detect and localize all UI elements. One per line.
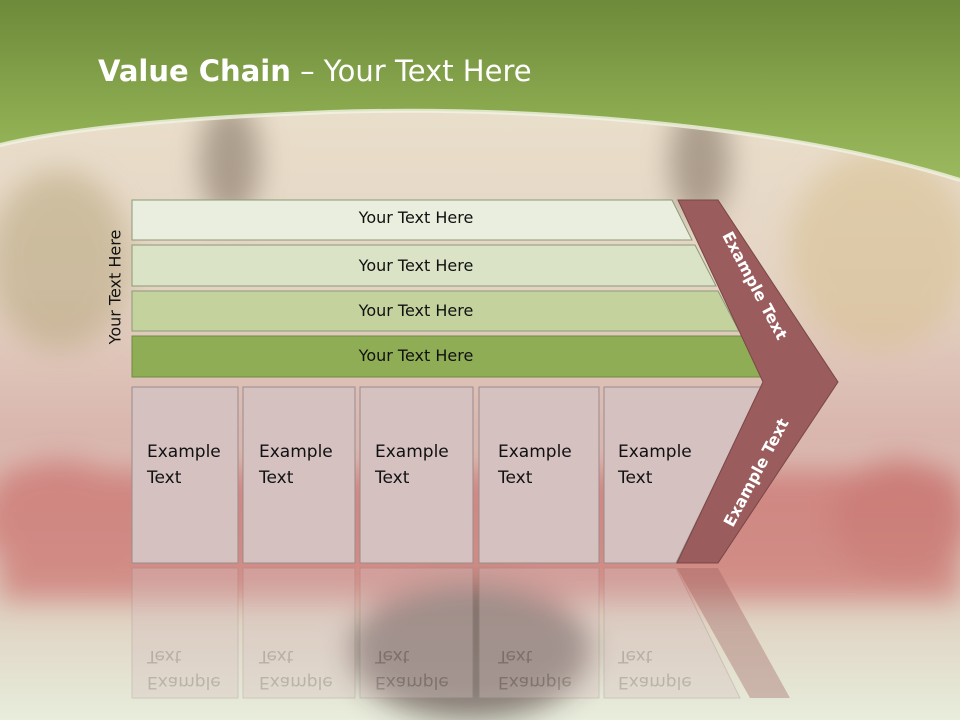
box-4-label: Example Text <box>498 439 572 491</box>
reflected-text-1: Example <box>147 672 221 692</box>
band-2 <box>131 244 717 287</box>
reflected-text-4b: Text <box>497 646 533 666</box>
reflected-text-1b: Text <box>146 646 182 666</box>
title-bold: Value Chain <box>98 54 291 88</box>
title-rest: – Your Text Here <box>290 54 532 88</box>
box-5 <box>603 386 763 564</box>
box-5-line-1: Example <box>618 442 692 462</box>
box-2-line-2: Text <box>259 468 294 488</box>
box-2-label: Example Text <box>259 439 333 491</box>
reflected-text-2: Example <box>259 672 333 692</box>
reflected-text-3: Example <box>375 672 449 692</box>
reflected-text-3b: Text <box>374 646 410 666</box>
box-5-line-2: Text <box>618 468 653 488</box>
band-4-label: Your Text Here <box>358 346 474 365</box>
header-band <box>0 0 960 182</box>
reflected-text-2b: Text <box>258 646 294 666</box>
box-1-line-2: Text <box>147 468 182 488</box>
box-1 <box>131 386 239 564</box>
box-3-line-2: Text <box>375 468 410 488</box>
band-1-label: Your Text Here <box>358 208 474 227</box>
chevron <box>676 199 839 564</box>
band-3-label: Your Text Here <box>358 301 474 320</box>
reflected-text-4: Example <box>498 672 572 692</box>
box-5-label: Example Text <box>618 439 692 491</box>
band-2-label: Your Text Here <box>358 256 474 275</box>
band-1 <box>131 199 693 241</box>
box-3 <box>359 386 474 564</box>
reflected-text-5: Example <box>618 672 692 692</box>
box-4 <box>478 386 600 564</box>
reflection: Example Text Example Text Example Text E… <box>131 567 790 699</box>
box-3-line-1: Example <box>375 442 449 462</box>
reflected-text-5b: Text <box>617 646 653 666</box>
box-2 <box>242 386 356 564</box>
page-title: Value Chain – Your Text Here <box>98 54 532 88</box>
box-3-label: Example Text <box>375 439 449 491</box>
side-label: Your Text Here <box>105 229 125 345</box>
box-1-line-1: Example <box>147 442 221 462</box>
box-2-line-1: Example <box>259 442 333 462</box>
box-4-line-2: Text <box>498 468 533 488</box>
box-4-line-1: Example <box>498 442 572 462</box>
box-1-label: Example Text <box>147 439 221 491</box>
